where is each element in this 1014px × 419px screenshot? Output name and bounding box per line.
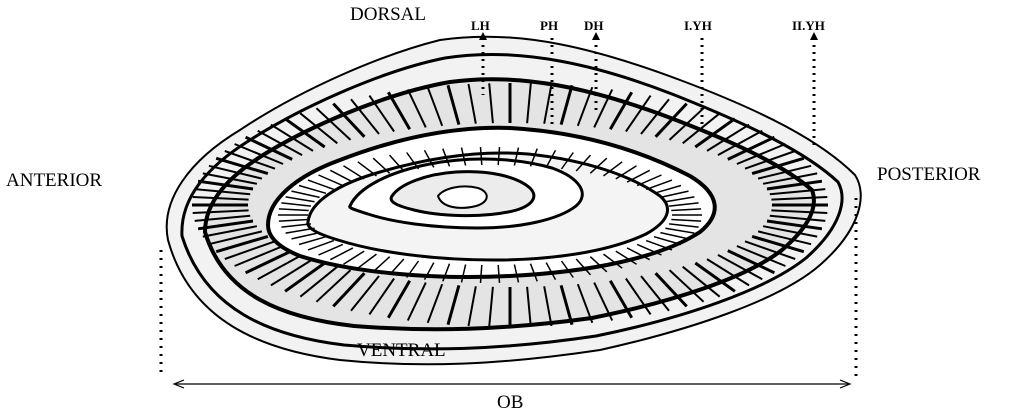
- nucleus-core: [438, 186, 487, 207]
- dh-label: DH: [584, 18, 604, 34]
- ii-yh-label: II.YH: [792, 18, 825, 34]
- ob-label: OB: [497, 392, 523, 414]
- i-yh-label: I.YH: [684, 18, 712, 34]
- ph-label: PH: [540, 18, 558, 34]
- dorsal-label: DORSAL: [350, 4, 426, 26]
- ventral-label: VENTRAL: [357, 340, 446, 362]
- anterior-label: ANTERIOR: [6, 170, 102, 192]
- posterior-label: POSTERIOR: [877, 164, 980, 186]
- lh-label: LH: [471, 18, 490, 34]
